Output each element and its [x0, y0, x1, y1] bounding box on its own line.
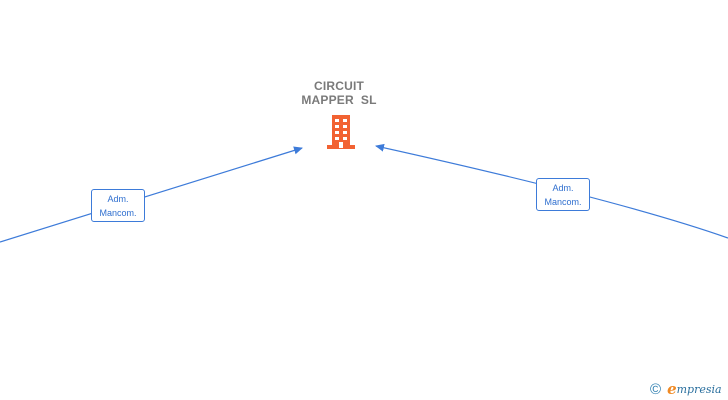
relation-label-right[interactable]: Adm. Mancom. [536, 178, 590, 211]
brand-logo-text: mpresia [676, 382, 722, 396]
building-icon[interactable] [325, 114, 357, 150]
company-name[interactable]: CIRCUIT MAPPER SL [289, 79, 389, 107]
relation-label-line2: Mancom. [544, 197, 582, 207]
relation-label-left[interactable]: Adm. Mancom. [91, 189, 145, 222]
relation-label-line1: Adm. [107, 194, 129, 204]
edge-left [0, 146, 303, 243]
copyright-icon: © [650, 380, 662, 398]
company-name-line1: CIRCUIT [313, 79, 365, 93]
company-name-line2: MAPPER SL [301, 93, 377, 107]
relation-label-line2: Mancom. [99, 208, 137, 218]
relation-label-line1: Adm. [552, 183, 574, 193]
brand-watermark[interactable]: © e mpresia [650, 379, 722, 399]
brand-logo-initial: e [667, 380, 677, 398]
